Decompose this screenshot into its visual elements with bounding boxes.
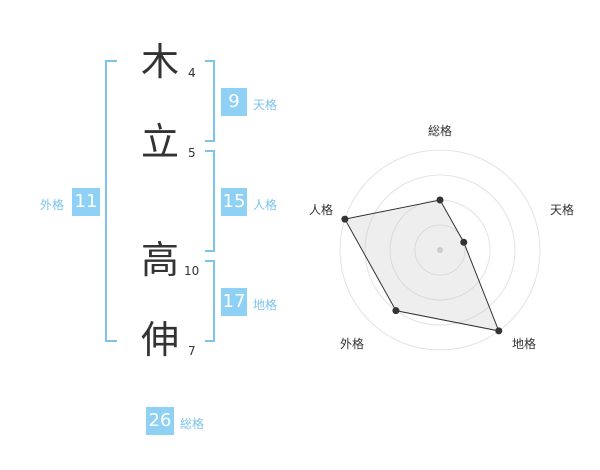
radar-grid-ring [364, 174, 516, 326]
radar-label-gaikaku: 外格 [340, 337, 365, 351]
radar-point-3 [392, 307, 400, 315]
tenkaku-label: 天格 [253, 98, 278, 112]
gaikaku-value: 11 [72, 188, 100, 216]
gaikaku-label: 外格 [40, 198, 65, 212]
stroke-count-1: 4 [188, 66, 196, 80]
radar-label-chikaku: 地格 [512, 337, 537, 351]
radar-label-tenkaku: 天格 [550, 203, 575, 217]
radar-grid-ring [389, 199, 491, 301]
jinkaku-bracket [205, 150, 215, 252]
gaikaku-bracket [105, 60, 117, 342]
radar-point-0 [436, 196, 444, 204]
chikaku-bracket [205, 260, 215, 342]
radar-grid-ring [339, 149, 541, 351]
radar-label-soukaku: 総格 [428, 124, 453, 138]
jinkaku-value: 15 [221, 188, 247, 216]
radar-area [344, 199, 500, 332]
name-char-3: 高 [140, 238, 179, 282]
radar-grid-ring [414, 224, 466, 276]
stroke-count-3: 10 [184, 264, 200, 278]
name-char-1: 木 [140, 40, 179, 84]
tenkaku-value: 9 [221, 88, 247, 116]
jinkaku-label: 人格 [253, 198, 278, 212]
radar-point-4 [341, 215, 349, 223]
name-char-2: 立 [140, 120, 179, 164]
chikaku-label: 地格 [253, 298, 278, 312]
soukaku-label: 総格 [180, 417, 205, 431]
radar-center [437, 247, 443, 253]
stroke-count-2: 5 [188, 146, 196, 160]
soukaku-value: 26 [146, 407, 174, 435]
radar-point-1 [460, 238, 468, 246]
name-char-4: 伸 [140, 318, 179, 362]
radar-point-2 [495, 327, 503, 335]
stroke-count-4: 7 [188, 344, 196, 358]
radar-label-jinkaku: 人格 [309, 203, 334, 217]
tenkaku-bracket [205, 60, 215, 142]
chikaku-value: 17 [221, 288, 247, 316]
